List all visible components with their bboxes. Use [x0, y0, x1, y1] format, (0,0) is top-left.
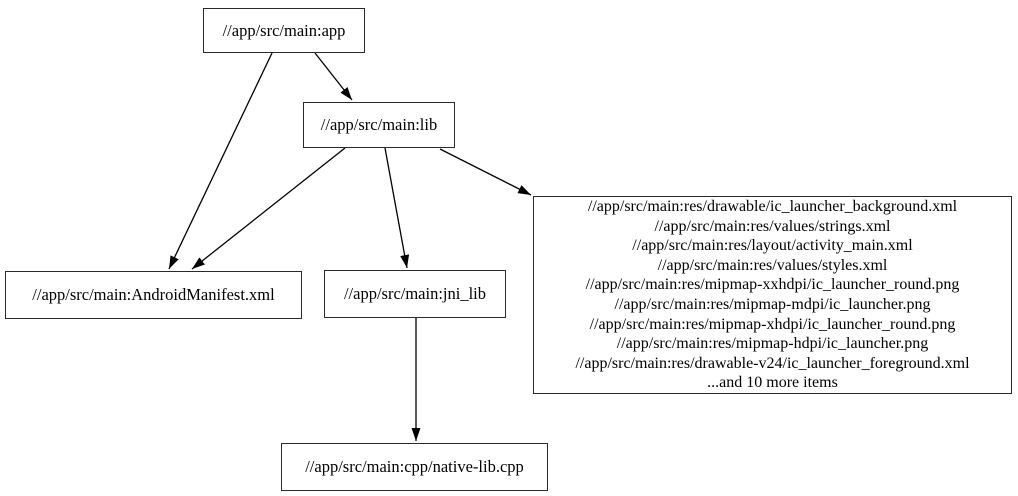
res-file-item: //app/src/main:res/drawable/ic_launcher_…: [587, 198, 958, 216]
node-jni-lib: //app/src/main:jni_lib: [324, 270, 506, 318]
res-file-item: //app/src/main:res/values/strings.xml: [654, 217, 891, 235]
node-lib-label: //app/src/main:lib: [320, 115, 438, 134]
node-android-manifest: //app/src/main:AndroidManifest.xml: [5, 271, 302, 319]
res-file-item: //app/src/main:res/mipmap-xxhdpi/ic_laun…: [585, 276, 960, 294]
node-native-lib-cpp-label: //app/src/main:cpp/native-lib.cpp: [305, 457, 524, 476]
node-app: //app/src/main:app: [203, 8, 365, 53]
node-android-manifest-label: //app/src/main:AndroidManifest.xml: [32, 285, 275, 304]
res-file-item: //app/src/main:res/drawable-v24/ic_launc…: [575, 354, 970, 372]
node-native-lib-cpp: //app/src/main:cpp/native-lib.cpp: [281, 443, 548, 491]
res-more-items-note: ...and 10 more items: [707, 374, 838, 392]
res-file-item: //app/src/main:res/mipmap-mdpi/ic_launch…: [614, 296, 931, 313]
node-app-label: //app/src/main:app: [222, 20, 346, 40]
edge-lib-to-jni-lib: [384, 147, 410, 269]
res-file-item: //app/src/main:res/mipmap-xhdpi/ic_launc…: [589, 315, 956, 333]
node-jni-lib-label: //app/src/main:jni_lib: [343, 284, 487, 303]
res-file-item: //app/src/main:res/mipmap-hdpi/ic_launch…: [616, 335, 929, 353]
edge-lib-to-android-manifest: [191, 147, 346, 270]
res-file-item: //app/src/main:res/layout/activity_main.…: [632, 237, 913, 255]
node-res-file-group: //app/src/main:res/drawable/ic_launcher_…: [533, 196, 1012, 394]
res-file-item: //app/src/main:res/values/styles.xml: [657, 256, 888, 274]
edge-lib-to-res-group: [439, 148, 532, 196]
edge-app-to-android-manifest: [168, 52, 273, 270]
node-lib: //app/src/main:lib: [303, 102, 455, 148]
edge-app-to-lib: [314, 52, 353, 101]
